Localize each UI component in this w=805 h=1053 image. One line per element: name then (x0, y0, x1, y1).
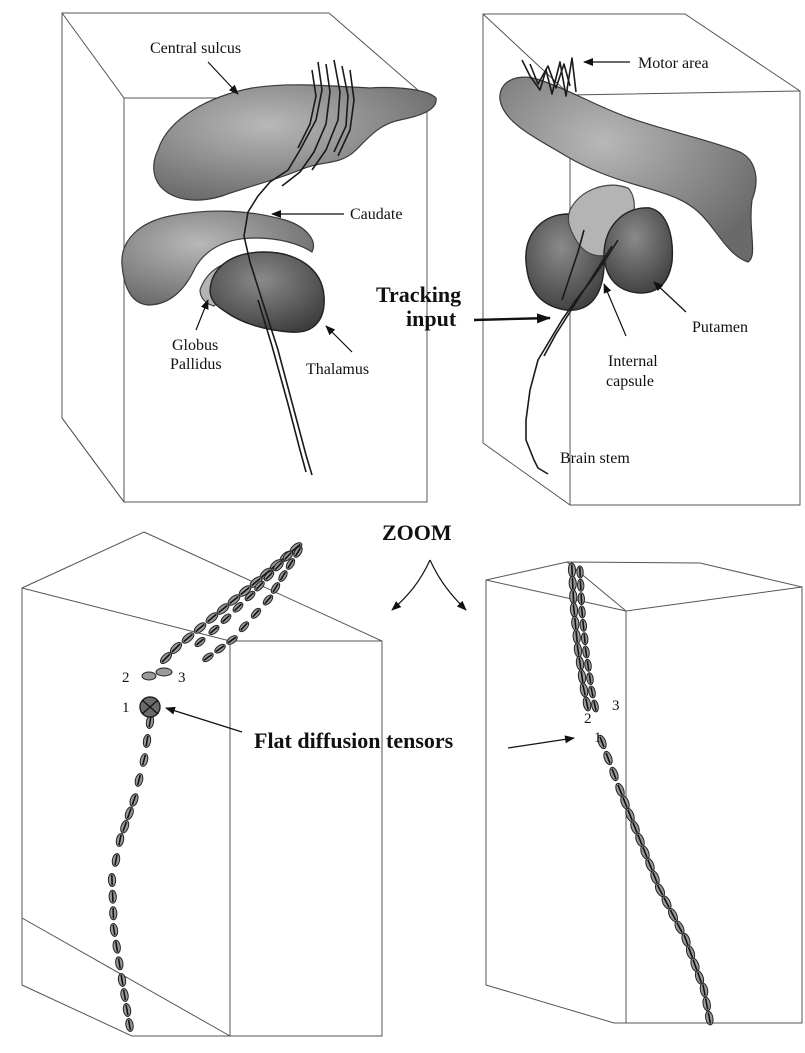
label-brain-stem: Brain stem (560, 450, 630, 467)
br-b-tensor-axis-2 (581, 594, 582, 604)
arrow-tracking-input (474, 318, 550, 320)
arrow-internal-capsule (604, 284, 626, 336)
arrow-tensors-left (166, 708, 242, 732)
label-putamen: Putamen (692, 319, 748, 336)
label-globus-pallidus-2: Pallidus (170, 356, 222, 373)
tensor-chain-bottom-left (108, 541, 304, 1032)
tensor-chain-bottom-right (568, 563, 714, 1026)
br-a-tensor-axis-4 (575, 618, 576, 629)
br-b-tensor-axis-5 (584, 634, 585, 644)
label-zoom: ZOOM (382, 520, 452, 545)
cortex-surface (154, 85, 436, 200)
arrow-putamen (654, 282, 686, 312)
panel-top-right (483, 14, 800, 505)
arrow-tensors-right (508, 738, 574, 748)
bounding-box-bottom-right (486, 562, 802, 1023)
arrow-globus-pallidus (196, 300, 208, 330)
br-a-tensor-axis-0 (572, 564, 573, 575)
label-internal-capsule-2: capsule (606, 373, 654, 390)
br-a-tensor-axis-2 (573, 591, 574, 602)
br-b-tensor-axis-4 (583, 621, 584, 631)
tensor-number-3-right: 3 (612, 698, 620, 714)
arrow-thalamus (326, 326, 352, 352)
thalamus-structure (210, 252, 324, 332)
panel-bottom-right (486, 562, 802, 1026)
br-b-tensor-axis-3 (582, 607, 583, 617)
tensor-number-2-left: 2 (122, 670, 130, 686)
arrow-zoom-left (392, 560, 430, 610)
panel-top-left (62, 13, 436, 502)
tensor-number-1-right: 1 (594, 730, 602, 746)
br-a-tensor-axis-1 (572, 578, 573, 589)
label-internal-capsule-1: Internal (608, 353, 658, 370)
label-tracking-input-2: input (406, 306, 457, 331)
label-globus-pallidus-1: Globus (172, 337, 218, 354)
label-caudate: Caudate (350, 206, 402, 223)
tensor-3-bottom-left (156, 668, 172, 676)
tensor-2-bottom-left (142, 672, 156, 680)
tensor-number-1-left: 1 (122, 700, 130, 716)
br-a-tensor-axis-5 (576, 631, 577, 642)
label-central-sulcus: Central sulcus (150, 40, 241, 57)
label-tracking-input-1: Tracking (376, 282, 461, 307)
label-motor-area: Motor area (638, 55, 709, 72)
tensor-number-3-left: 3 (178, 670, 186, 686)
arrow-central-sulcus (208, 62, 238, 94)
bounding-box-bottom-left (22, 532, 382, 1036)
arrow-zoom-right (430, 560, 466, 610)
br-b-tensor-axis-1 (580, 581, 581, 591)
panel-bottom-left (22, 532, 382, 1036)
tensor-number-2-right: 2 (584, 711, 592, 727)
label-flat-diffusion-tensors: Flat diffusion tensors (254, 728, 454, 753)
label-thalamus: Thalamus (306, 361, 369, 378)
